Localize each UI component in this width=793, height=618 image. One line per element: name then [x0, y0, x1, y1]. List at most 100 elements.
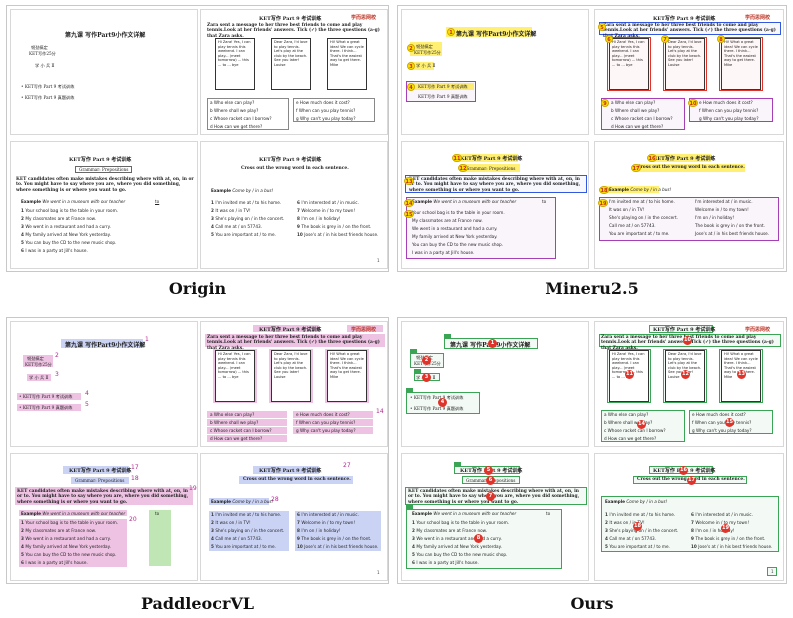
ours-badge: 17: [687, 476, 696, 485]
mineru-panel: 第九课 写作Part9小作文详解 1 韧劲搞定 KET写作25分 2 学 小 兵…: [397, 5, 787, 272]
mineru-badge: 4: [407, 83, 415, 91]
ours-badge: 6: [486, 476, 495, 485]
cross-left-5: 5 You are important at / to me.: [211, 232, 276, 237]
grammar-header: KET写作 Part 9 考试训练: [69, 157, 132, 163]
ours-question-e: e How much does it cost?: [692, 412, 746, 417]
ours-grammar-item-3: 3 We went in a restaurant and had a curr…: [412, 536, 502, 541]
mineru-badge: 18: [599, 186, 609, 194]
paddle-cross-left-hl: [209, 511, 289, 551]
ours-badge: 5: [484, 466, 493, 475]
ours-grammar-table-box: [406, 509, 562, 569]
paddle-panel: 第九课 写作Part9小作文详解 1 韧劲搞定 KET写作25分 2 学 小 兵…: [6, 317, 389, 584]
paddle-task-brand: 学而思网校: [351, 327, 377, 333]
mineru-task-brand: 学而思网校: [745, 15, 771, 21]
paddle-badge: 1: [145, 336, 149, 343]
mineru-cross-left-5: You are important at / to me.: [609, 231, 670, 236]
mineru-lesson-author: 学 小 兵 Ⅱ: [416, 63, 436, 68]
mineru-badge: 15: [404, 210, 414, 218]
mineru-cross-right-10: Jose's at / in his best friends house.: [695, 231, 770, 236]
ours-task-header: KET写作 Part 9 考试训练: [653, 327, 716, 333]
mineru-badge: 7: [661, 35, 669, 43]
paddle-badge: 18: [131, 475, 139, 482]
paddle-lesson-sub1: 韧劲搞定: [27, 356, 44, 361]
ours-cross-table-box: [601, 496, 779, 552]
mineru-cross-instruction-hl: [633, 164, 745, 172]
grammar-intro: KET candidates often make mistakes descr…: [16, 177, 194, 193]
paddle-card-2: Dear Zara, I'd love to play tennis. Let'…: [271, 350, 311, 402]
question-f: f When can you play tennis?: [296, 108, 356, 113]
mineru-grammar-item-2: My classmates are at France now.: [412, 218, 483, 223]
mineru-card-1: Hi Zara! Yes, I can play tennis this wee…: [609, 38, 649, 90]
paddle-lesson-author: 学 小 兵 Ⅱ: [29, 375, 49, 380]
ours-tag: [406, 505, 413, 509]
paddle-question-hl-b: [207, 419, 287, 426]
mineru-cross-header-hl: [649, 154, 711, 162]
task-brand: 学而思网校: [351, 15, 377, 21]
ours-tag: [414, 369, 421, 373]
ours-lesson-item-1: • KET写作 Part 9 考试训练: [410, 395, 464, 400]
ours-badge: 3: [422, 373, 431, 382]
ours-grammar-slide: KET写作 Part 9 考试训练 5 Grammar: Preposition…: [401, 453, 589, 581]
paddle-cross-left-5: 5 You are important at / to me.: [211, 544, 276, 549]
paddle-item2-hl: [17, 404, 81, 411]
paddle-question-g: g Why can't you play today?: [296, 428, 356, 433]
mineru-question-c: c Whose racket can I borrow?: [611, 116, 673, 121]
paddle-cross-right-9: 9 The book is grey in / on the front.: [297, 536, 372, 541]
ours-panel: 第九课 写作Part9小作文详解 1 韧劲搞定 KET写作25分 2 学 小 兵…: [397, 317, 787, 584]
paddle-cross-instruction: Cross out the wrong word in each sentenc…: [243, 477, 351, 482]
mineru-grammar-slide: KET写作 Part 9 考试训练 11 Grammar: Prepositio…: [401, 141, 589, 269]
mineru-card-box-2: [663, 37, 707, 91]
cross-left-1: 1 I'm invited me at / to his home.: [211, 200, 282, 205]
mineru-badge: 14: [404, 199, 414, 207]
ours-grammar-intro-box: [405, 487, 587, 505]
paddle-badge: 4: [85, 390, 89, 397]
ours-cross-left-5: 5 You are important at / to me.: [605, 544, 670, 549]
mineru-badge: 12: [458, 164, 468, 172]
mineru-grammar-item-1: Your school bag is to the table in your …: [412, 210, 505, 215]
mineru-cross-example: Example Come by / in a bus!: [609, 187, 672, 192]
cross-slide: KET写作 Part 9 考试训练 Cross out the wrong wo…: [200, 141, 388, 269]
paddle-card-1: Hi Zara! Yes, I can play tennis this wee…: [215, 350, 255, 402]
mineru-cross-right-9: The book is grey in / on the front.: [695, 223, 765, 228]
mineru-task-slide: KET写作 Part 9 考试训练 学而思网校 Zara sent a mess…: [594, 9, 784, 135]
cross-example: Example Come by / in a bus!: [211, 188, 274, 193]
ours-tag: [454, 462, 461, 466]
mineru-grammar-header-hl: [454, 154, 518, 162]
grammar-item-4: 4 My family arrived at New York yesterda…: [21, 232, 111, 237]
question-g: g Why can't you play today?: [296, 116, 356, 121]
ours-badge: 4: [438, 398, 447, 407]
paddle-badge: 20: [129, 516, 137, 523]
mineru-badge: 9: [601, 99, 609, 107]
paddle-task-header-hl: [253, 325, 319, 332]
mineru-question-a: a Who else can play?: [611, 100, 656, 105]
grammar-slide: KET写作 Part 9 考试训练 Grammar: Prepositions …: [10, 141, 198, 269]
paddle-badge: 5: [85, 401, 89, 408]
paddle-item1-hl: [17, 393, 81, 400]
ours-badge: 19: [721, 524, 730, 533]
cross-left-2: 2 It was on / in TV!: [211, 208, 251, 213]
ours-tag: [410, 349, 417, 353]
paddle-grammar-intro: KET candidates often make mistakes descr…: [17, 489, 189, 505]
mineru-task-instruction: Zara sent a message to her three best fr…: [603, 23, 776, 39]
ours-lesson-item-2: • KET写作 Part 9 真题训练: [410, 406, 464, 411]
ours-grammar-example: Example We went in a museum with our tea…: [412, 511, 517, 516]
mineru-cross-left-2: It was on / in TV!: [609, 207, 645, 212]
ours-badge: 10: [683, 336, 692, 345]
mineru-card-3: Hi! What a great idea! We can cycle ther…: [721, 38, 761, 90]
lesson-item-2: • KET写作 Part 9 真题训练: [21, 95, 75, 100]
cross-page-number: 1: [377, 258, 380, 263]
mineru-grammar-item-3: We went in a restaurant and had a curry.: [412, 226, 498, 231]
paddle-question-e: e How much does it cost?: [296, 412, 350, 417]
question-b: b Where shall we play?: [210, 108, 259, 113]
mineru-question-g: g Why can't you play today?: [699, 116, 759, 121]
mineru-sub-highlight: [410, 42, 442, 56]
mineru-lesson-title: 第九课 写作Part9小作文详解: [456, 31, 537, 38]
mineru-author-highlight: [412, 62, 434, 70]
mineru-card-box-3: [719, 37, 763, 91]
paddle-lesson-slide: 第九课 写作Part9小作文详解 1 韧劲搞定 KET写作25分 2 学 小 兵…: [10, 321, 198, 447]
grammar-item-3: 3 We went in a restaurant and had a curr…: [21, 224, 111, 229]
ours-tag: [444, 334, 451, 338]
paddle-lesson-title: 第九课 写作Part9小作文详解: [65, 342, 146, 349]
mineru-list-highlight: [412, 83, 474, 90]
paddle-cross-right-10: 10 Jose's at / in his best friends house…: [297, 544, 379, 549]
